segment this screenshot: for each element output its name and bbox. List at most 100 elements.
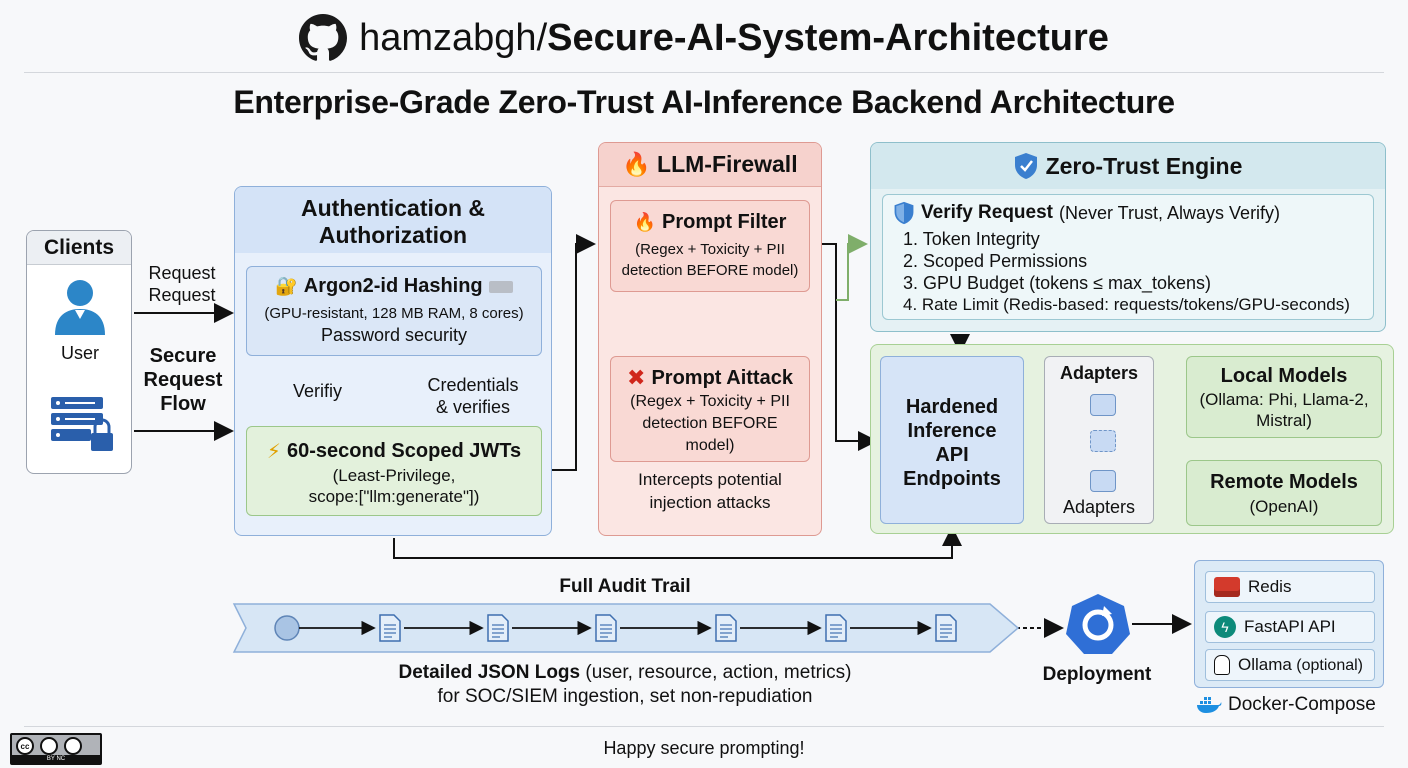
logs-bold: Detailed JSON Logs [398, 662, 581, 683]
adapter-node [1090, 470, 1116, 492]
service-label: Redis [1248, 577, 1292, 596]
jwt-title: 60-second Scoped JWTs [286, 440, 522, 462]
credentials-label: Credentials & verifies [427, 375, 519, 417]
verify-request-box: Verify Request (Never Trust, Always Veri… [882, 194, 1374, 320]
log-document-icon [487, 614, 509, 642]
remote-models-box: Remote Models (OpenAI) [1186, 460, 1382, 526]
deployment-services-box: Redis ϟ FastAPI API Ollama (optional) [1194, 560, 1384, 688]
service-ollama: Ollama (optional) [1205, 649, 1375, 681]
lightning-icon: ⚡ [266, 441, 281, 463]
docker-icon [1197, 697, 1222, 713]
cross-icon: ✖ [627, 365, 646, 390]
audit-start-node [274, 615, 300, 641]
adapters-bottom-label: Adapters [1062, 497, 1136, 517]
log-document-icon [715, 614, 737, 642]
audit-title: Full Audit Trail [559, 576, 691, 597]
divider [24, 72, 1384, 73]
hie-title: Hardened Inference API Endpoints [903, 396, 1001, 490]
verify-title: Verify Request [921, 202, 1053, 223]
docker-compose-label: Docker-Compose [1228, 694, 1376, 715]
prompt-attack-box: ✖ Prompt Aittack (Regex + Toxicity + PII… [610, 356, 810, 462]
lock-icon: 🔐 [275, 276, 298, 296]
verify-item: 2. Scoped Permissions [903, 251, 1088, 271]
local-models-title: Local Models [1220, 365, 1348, 387]
ollama-icon [1214, 655, 1230, 675]
log-document-icon [595, 614, 617, 642]
user-label: User [60, 343, 99, 363]
local-models-detail: (Ollama: Phi, Llama-2, Mistral) [1199, 390, 1369, 430]
prompt-filter-detail: (Regex + Toxicity + PII detection BEFORE… [621, 241, 799, 279]
argon-hashing-box: 🔐 Argon2-id Hashing (GPU-resistant, 128 … [246, 266, 542, 356]
divider [24, 726, 1384, 727]
intercepts-label: Intercepts potential injection attacks [638, 470, 782, 512]
firewall-title: LLM-Firewall [657, 151, 798, 177]
jwt-box: ⚡ 60-second Scoped JWTs (Least-Privilege… [246, 426, 542, 516]
request-label: Request Request [148, 263, 216, 305]
key-card-icon [488, 280, 513, 293]
cc-icon: cc [16, 737, 34, 755]
service-redis: Redis [1205, 571, 1375, 603]
adapter-node [1090, 430, 1116, 452]
auth-title: Authentication & Authorization [235, 187, 551, 253]
kubernetes-icon [1066, 594, 1130, 654]
repo-name: Secure-AI-System-Architecture [547, 16, 1109, 59]
audit-logs-line2: for SOC/SIEM ingestion, set non-repudiat… [437, 686, 813, 707]
verify-item: 1. Token Integrity [903, 229, 1040, 249]
audit-trail-band [232, 603, 1020, 653]
by-icon [40, 737, 58, 755]
fastapi-icon: ϟ [1214, 616, 1236, 638]
shield-icon [1014, 153, 1037, 179]
jwt-detail: (Least-Privilege, scope:["llm:generate"]… [308, 466, 480, 506]
prompt-filter-title: Prompt Filter [661, 211, 787, 233]
prompt-attack-title: Prompt Aittack [651, 366, 793, 389]
verify-item: 3. GPU Budget (tokens ≤ max_tokens) [903, 273, 1212, 293]
clients-title: Clients [27, 231, 131, 265]
arrow-firewall-to-inference [822, 243, 878, 451]
local-models-box: Local Models (Ollama: Phi, Llama-2, Mist… [1186, 356, 1382, 438]
prompt-filter-box: 🔥 Prompt Filter (Regex + Toxicity + PII … [610, 200, 810, 292]
service-label: FastAPI API [1244, 617, 1336, 636]
footer-text: Happy secure prompting! [603, 738, 805, 758]
verify-list: 1. Token Integrity 2. Scoped Permissions… [903, 228, 1350, 316]
server-lock-icon [51, 397, 113, 451]
argon-sub: Password security [320, 325, 468, 345]
nc-icon [64, 737, 82, 755]
repo-title: hamzabgh/Secure-AI-System-Architecture [0, 14, 1408, 62]
page-title: Enterprise-Grade Zero-Trust AI-Inference… [233, 84, 1175, 120]
license-text: BY NC [12, 755, 100, 763]
service-label: Ollama [1238, 655, 1292, 674]
docker-compose: Docker-Compose [1196, 694, 1376, 716]
deployment-label: Deployment [1042, 664, 1152, 685]
github-icon [299, 14, 348, 61]
verify-label: Verifiy [293, 381, 343, 401]
shield-icon [894, 201, 914, 225]
remote-models-title: Remote Models [1210, 471, 1358, 493]
optional-label: (optional) [1291, 657, 1364, 674]
audit-logs-line1: Detailed JSON Logs (user, resource, acti… [300, 662, 950, 684]
secure-flow-label: Secure Request Flow [143, 345, 223, 415]
repo-owner: hamzabgh/ [359, 16, 548, 59]
redis-icon [1214, 577, 1240, 597]
argon-title: Argon2-id Hashing [303, 275, 483, 297]
fire-icon: 🔥 [622, 151, 652, 177]
user-icon [55, 280, 105, 335]
prompt-attack-detail: (Regex + Toxicity + PII detection BEFORE… [630, 393, 790, 454]
arrow-firewall-to-zerotrust [836, 234, 868, 301]
zero-trust-title: Zero-Trust Engine [1045, 152, 1243, 179]
clients-box: Clients User [26, 230, 132, 474]
adapters-top-label: Adapters [1059, 363, 1139, 383]
log-document-icon [825, 614, 847, 642]
adapter-node [1090, 394, 1116, 416]
cc-license-badge: cc BY NC [10, 733, 102, 765]
adapters-box: Adapters Adapters [1044, 356, 1154, 524]
service-fastapi: ϟ FastAPI API [1205, 611, 1375, 643]
hardened-inference-box: Hardened Inference API Endpoints [880, 356, 1024, 524]
argon-detail: (GPU-resistant, 128 MB RAM, 8 cores) [264, 305, 524, 322]
log-document-icon [379, 614, 401, 642]
fire-icon: 🔥 [633, 212, 656, 232]
remote-models-detail: (OpenAI) [1249, 497, 1319, 516]
logs-rest: (user, resource, action, metrics) [580, 662, 852, 683]
verify-subtitle: (Never Trust, Always Verify) [1059, 202, 1281, 223]
log-document-icon [935, 614, 957, 642]
verify-item: 4. Rate Limit (Redis-based: requests/tok… [903, 295, 1350, 314]
